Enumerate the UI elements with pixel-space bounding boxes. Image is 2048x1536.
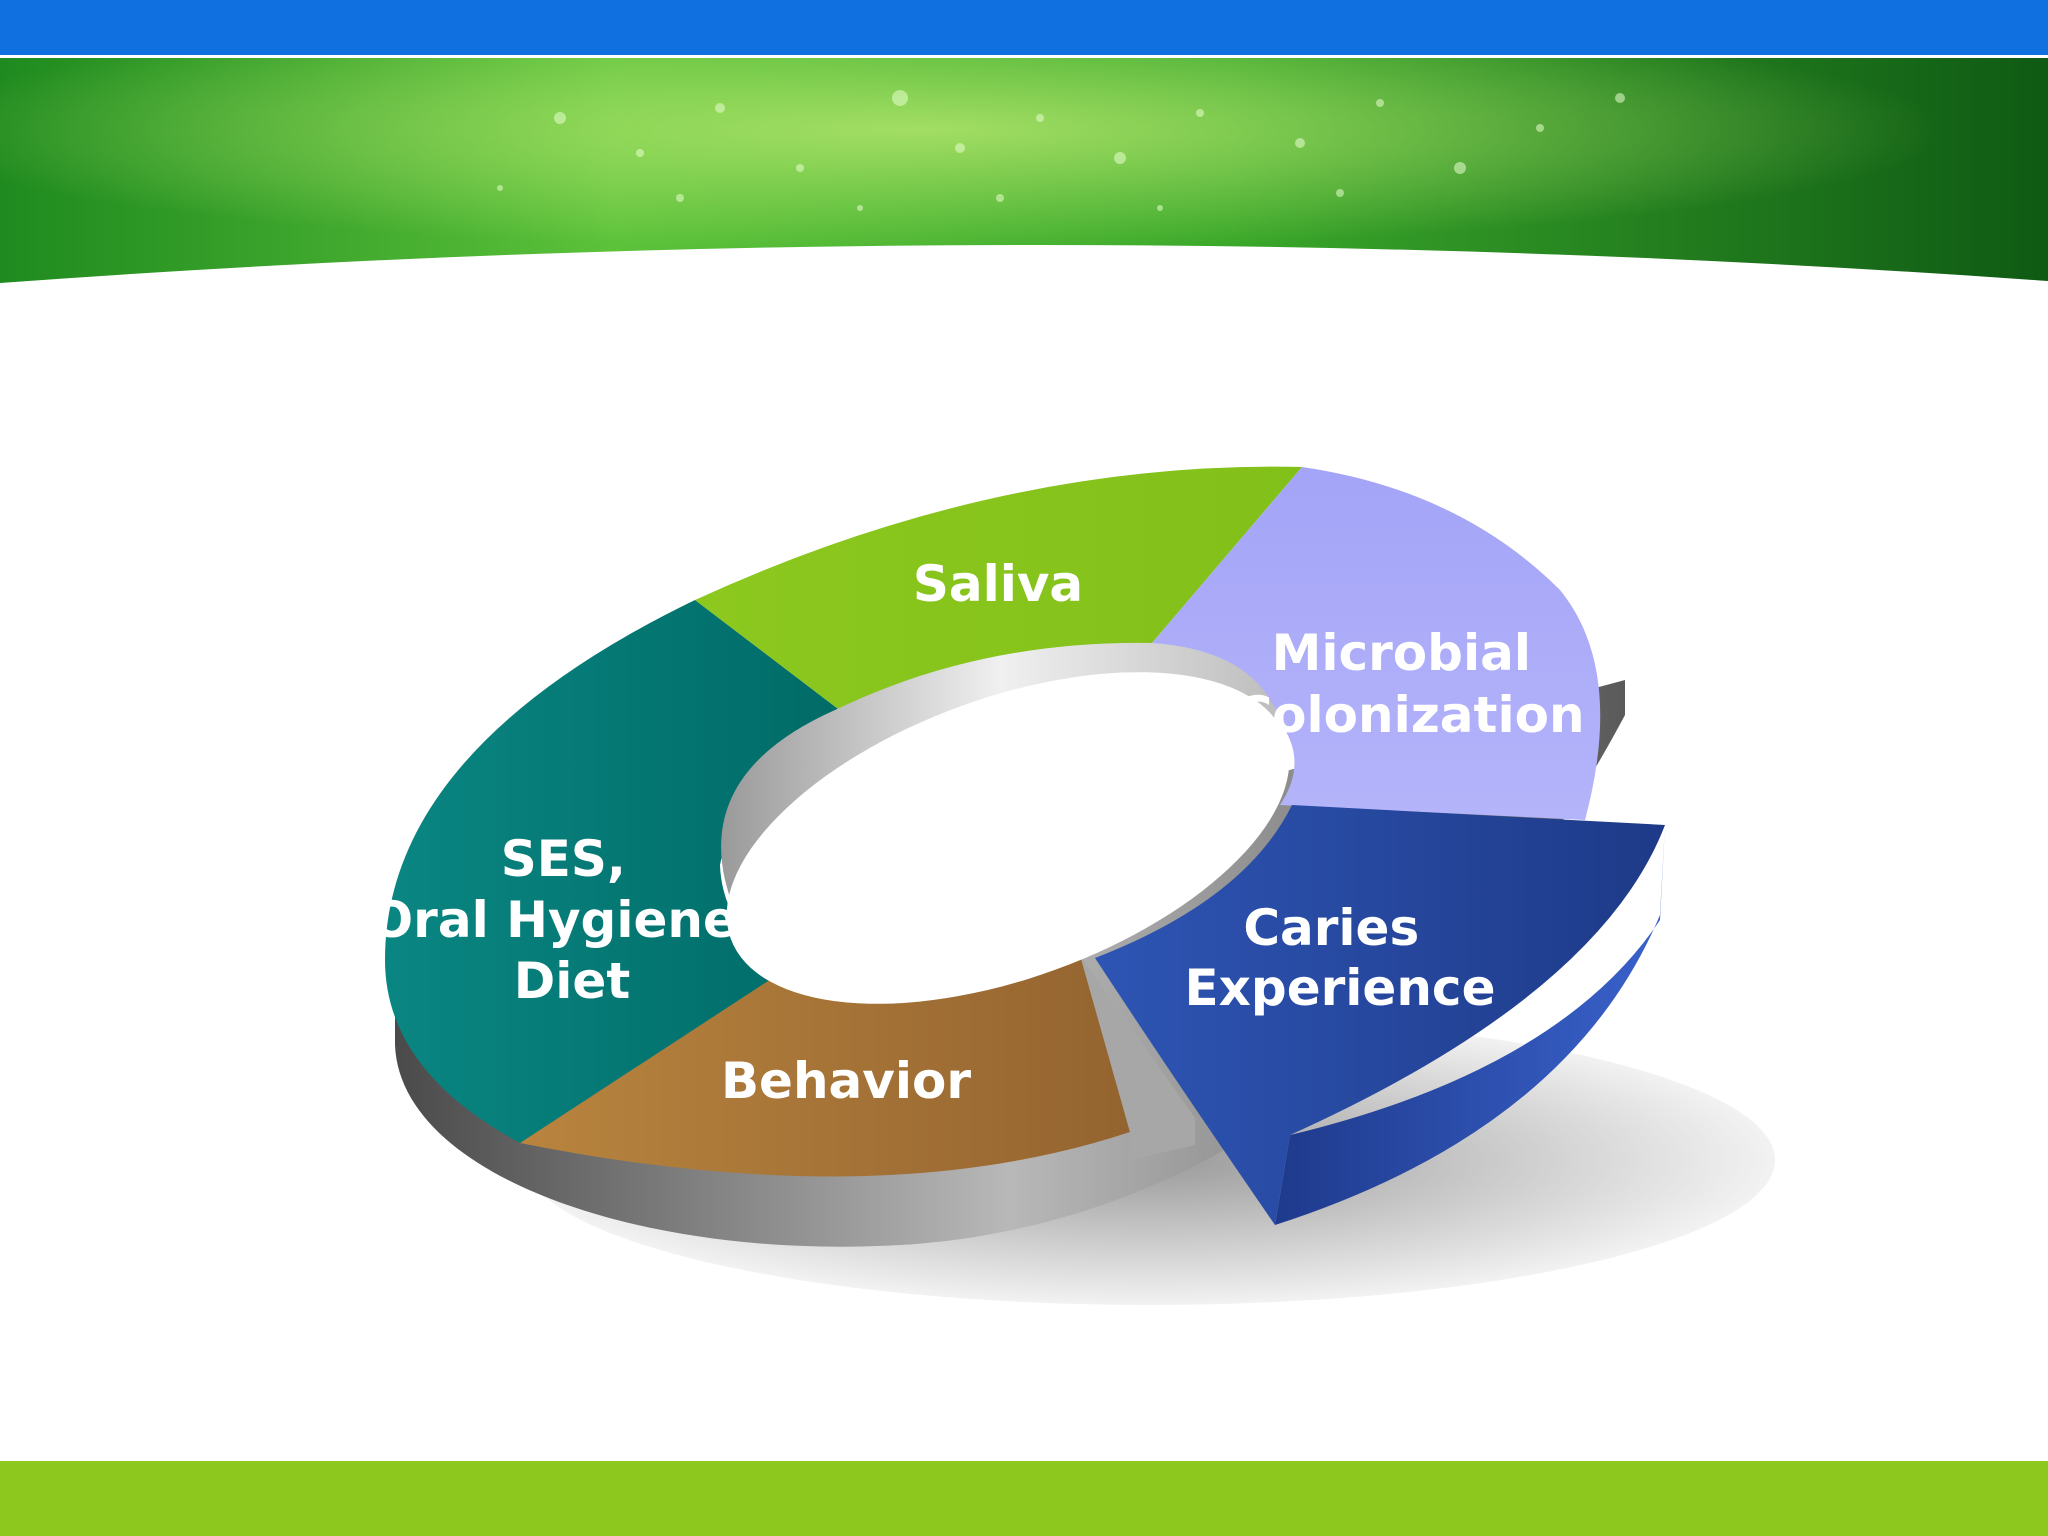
leaf-header-image xyxy=(0,58,2048,298)
label-behavior: Behavior xyxy=(721,1052,971,1110)
footer-bar xyxy=(0,1461,2048,1536)
header-divider xyxy=(0,55,2048,58)
ring-inner-wall xyxy=(721,642,1280,935)
saliva-segment xyxy=(695,466,1302,718)
microbial-segment xyxy=(1152,467,1601,820)
ses-segment xyxy=(385,600,850,1143)
label-ses-oral-hygiene-diet: SES, Oral Hygiene, Diet xyxy=(371,830,774,1010)
label-saliva: Saliva xyxy=(913,555,1083,613)
behavior-segment xyxy=(520,955,1130,1177)
top-header-bar xyxy=(0,0,2048,55)
label-caries-experience: Caries Experience xyxy=(1185,899,1496,1017)
label-microbial-colonization: Microbial Colonization xyxy=(1235,624,1584,744)
caries-segment xyxy=(1095,805,1665,1225)
caries-side-face xyxy=(1275,825,1665,1225)
behavior-side-face xyxy=(1080,955,1195,1160)
ring-hole xyxy=(726,672,1290,1004)
